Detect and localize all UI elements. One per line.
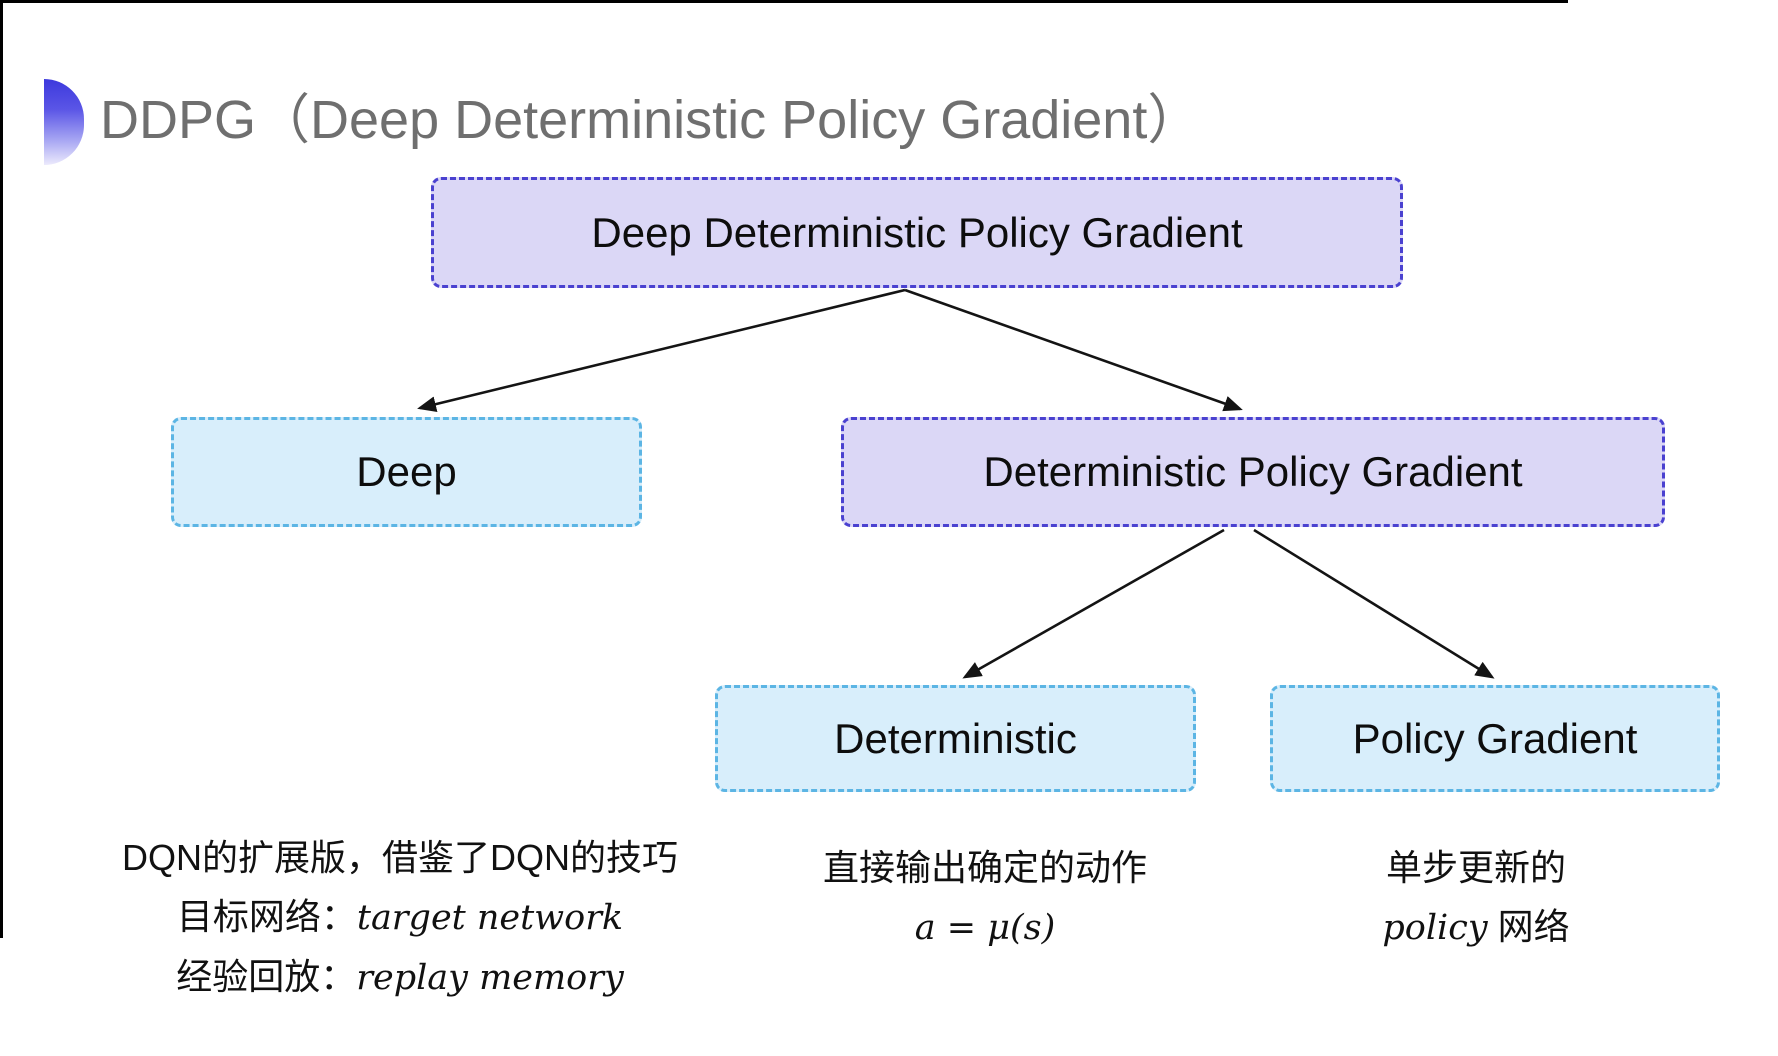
node-label: Deterministic (834, 714, 1077, 762)
node-label: Deterministic Policy Gradient (983, 448, 1523, 495)
edge-root-to-dpg (904, 288, 1243, 412)
node-policy-gradient: Policy Gradient (1270, 685, 1720, 792)
node-label: Deep (356, 448, 457, 495)
annotation-deep: DQN的扩展版，借鉴了DQN的技巧 目标网络：target network 经验… (120, 836, 680, 1000)
window-frame-left-line (0, 0, 3, 938)
half-circle-bullet-icon (44, 79, 84, 165)
node-deep: Deep (171, 417, 642, 527)
annotation-policy-gradient: 单步更新的 policy 网络 (1251, 846, 1701, 950)
edge-root-to-deep (417, 288, 906, 412)
window-frame-top-line (0, 0, 1568, 3)
annotation-deep-line3: 经验回放：replay memory (120, 955, 680, 1000)
annotation-deterministic: 直接输出确定的动作 a = μ(s) (760, 846, 1210, 950)
formula-a-mu-s: a = μ(s) (914, 908, 1056, 948)
node-label: Deep Deterministic Policy Gradient (591, 208, 1243, 256)
node-deep-deterministic-policy-gradient: Deep Deterministic Policy Gradient (431, 177, 1403, 288)
annotation-deep-line2-term: target network (356, 898, 624, 938)
annotation-deterministic-formula: a = μ(s) (760, 905, 1210, 950)
annotation-deep-line1: DQN的扩展版，借鉴了DQN的技巧 (122, 837, 678, 878)
annotation-deep-line3-label: 经验回放： (176, 956, 357, 997)
annotation-policy-gradient-line1: 单步更新的 (1385, 847, 1566, 888)
slide-title: DDPG（Deep Deterministic Policy Gradient） (100, 90, 1202, 150)
node-deterministic-policy-gradient: Deterministic Policy Gradient (841, 417, 1665, 527)
annotation-deep-line2: 目标网络：target network (120, 895, 680, 940)
annotation-policy-gradient-suffix: 网络 (1487, 906, 1570, 947)
edge-dpg-to-deterministic (962, 528, 1225, 679)
annotation-policy-gradient-term: policy (1382, 908, 1488, 948)
annotation-deep-line3-term: replay memory (356, 958, 624, 998)
node-deterministic: Deterministic (715, 685, 1196, 792)
annotation-policy-gradient-line2: policy 网络 (1251, 905, 1701, 950)
annotation-deep-line2-label: 目标网络： (176, 896, 357, 937)
annotation-deterministic-line1: 直接输出确定的动作 (822, 847, 1147, 888)
node-label: Policy Gradient (1352, 714, 1638, 762)
edge-dpg-to-policy-gradient (1253, 528, 1495, 679)
